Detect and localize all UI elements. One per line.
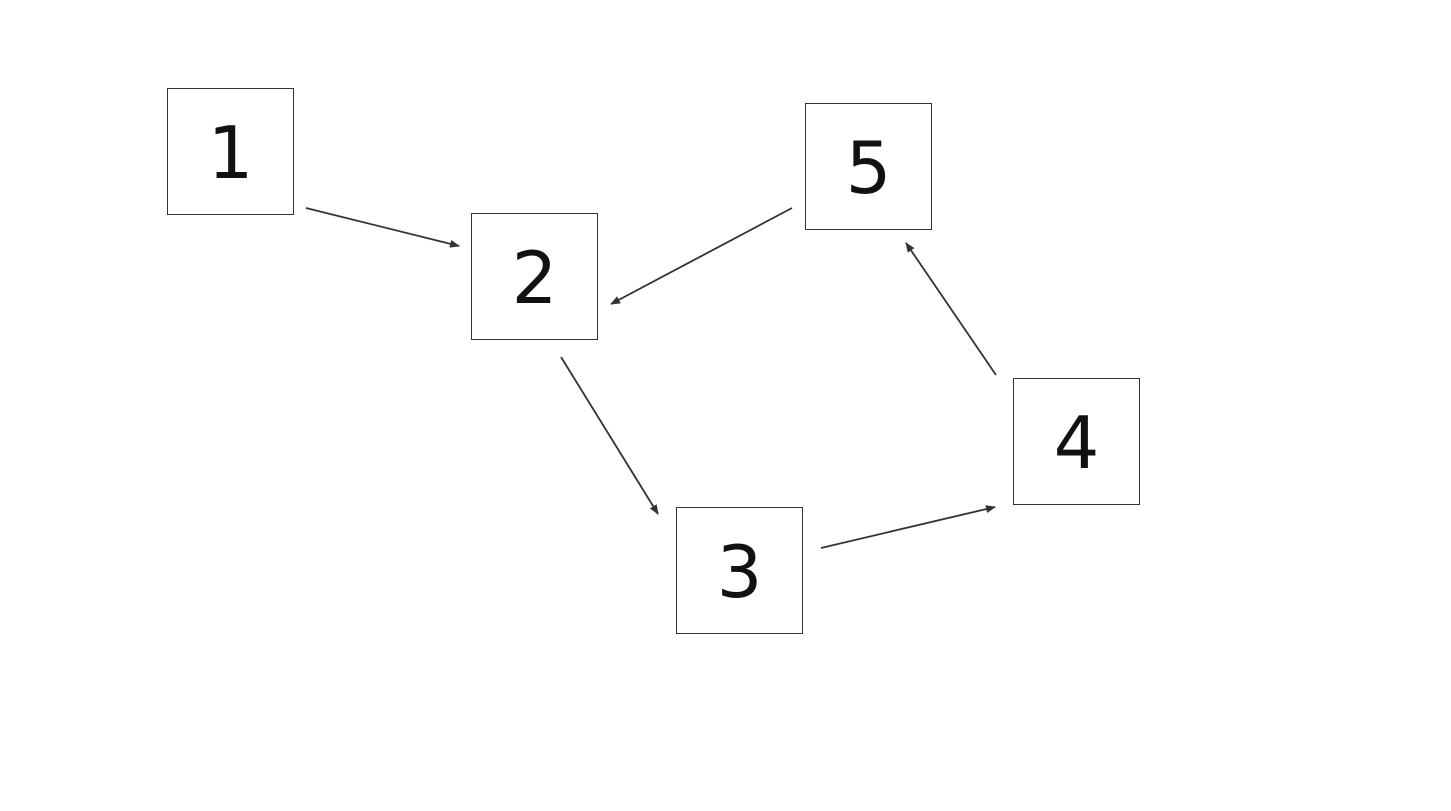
edge-4-to-5 (905, 242, 997, 376)
edge-5-to-2 (610, 207, 793, 305)
node-2: 2 (471, 213, 598, 340)
node-5-label: 5 (845, 125, 892, 210)
node-3: 3 (676, 507, 803, 634)
edge-2-to-3 (560, 356, 659, 515)
node-1: 1 (167, 88, 294, 215)
edge-3-to-4 (820, 505, 996, 549)
edge-1-to-2 (305, 207, 460, 248)
node-4: 4 (1013, 378, 1140, 505)
node-5: 5 (805, 103, 932, 230)
node-2-label: 2 (511, 235, 558, 320)
node-1-label: 1 (207, 110, 254, 195)
node-4-label: 4 (1053, 400, 1100, 485)
node-3-label: 3 (716, 529, 763, 614)
